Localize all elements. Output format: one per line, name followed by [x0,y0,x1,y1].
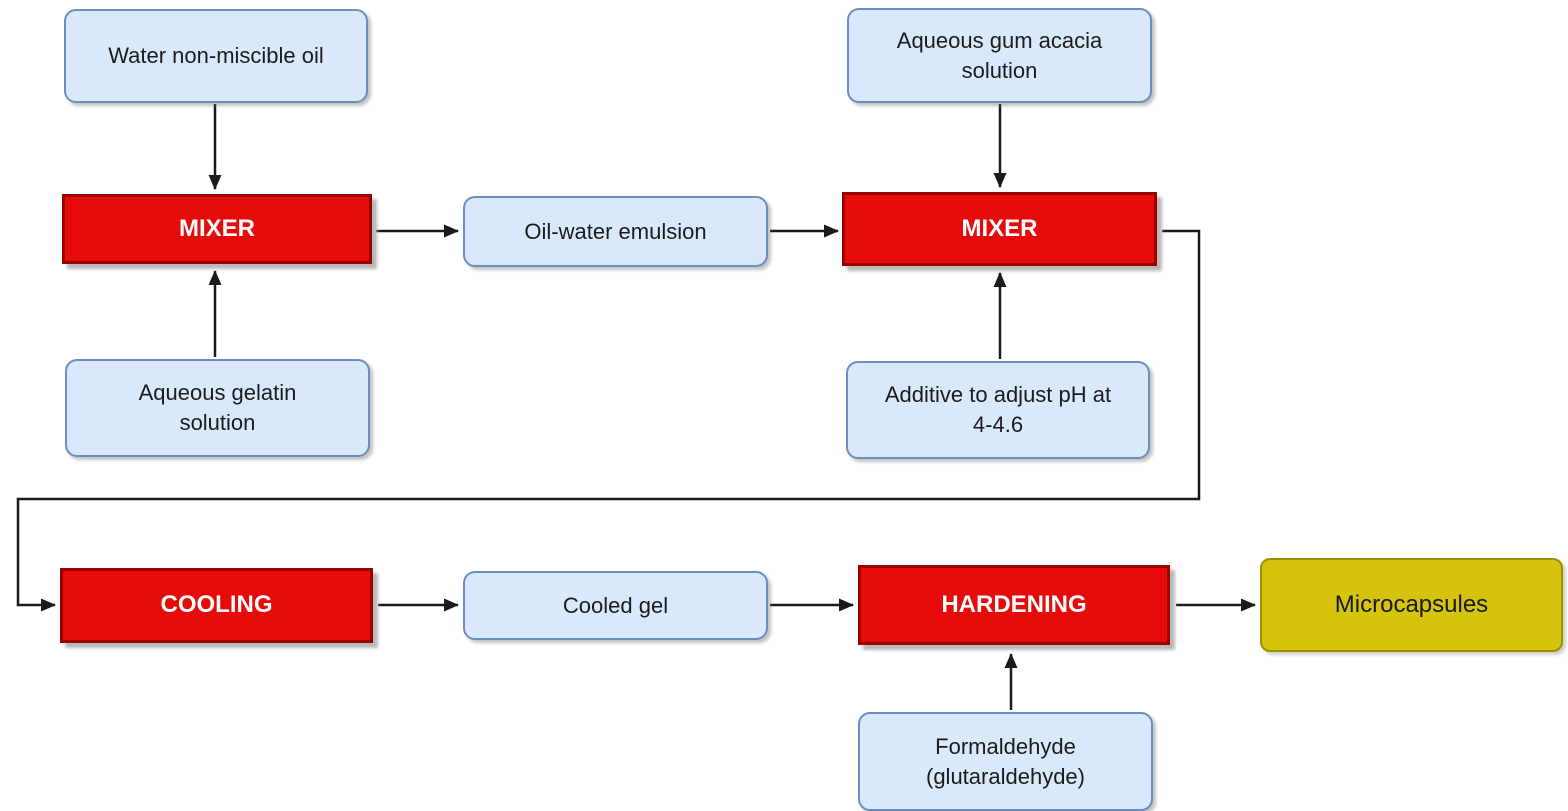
node-label: Aqueous gum acacia solution [896,27,1103,83]
node-aqueous-gelatin-solution: Aqueous gelatin solution [65,359,370,457]
node-label: COOLING [160,591,273,619]
node-oil-water-emulsion: Oil-water emulsion [463,196,768,267]
node-label: Additive to adjust pH at 4-4.6 [884,382,1112,437]
node-label: HARDENING [941,590,1087,618]
node-cooled-gel: Cooled gel [463,571,768,640]
node-label: Cooled gel [562,592,669,618]
node-label: MIXER [961,214,1038,242]
node-label: MIXER [178,214,255,242]
node-hardening: HARDENING [858,565,1170,645]
node-label: Microcapsules [1334,590,1489,618]
node-cooling: COOLING [60,568,373,643]
node-formaldehyde-glutaraldehyde: Formaldehyde (glutaraldehyde) [858,712,1153,811]
node-label: Water non-miscible oil [108,43,324,69]
node-water-non-miscible-oil: Water non-miscible oil [64,9,368,103]
node-microcapsules: Microcapsules [1260,558,1563,652]
node-aqueous-gum-acacia-solution: Aqueous gum acacia solution [847,8,1152,103]
node-additive-adjust-ph: Additive to adjust pH at 4-4.6 [846,361,1150,459]
node-mixer-1: MIXER [62,194,372,264]
node-mixer-2: MIXER [842,192,1157,266]
node-label: Formaldehyde (glutaraldehyde) [926,733,1085,789]
node-label: Oil-water emulsion [524,218,707,244]
node-label: Aqueous gelatin solution [138,380,297,435]
